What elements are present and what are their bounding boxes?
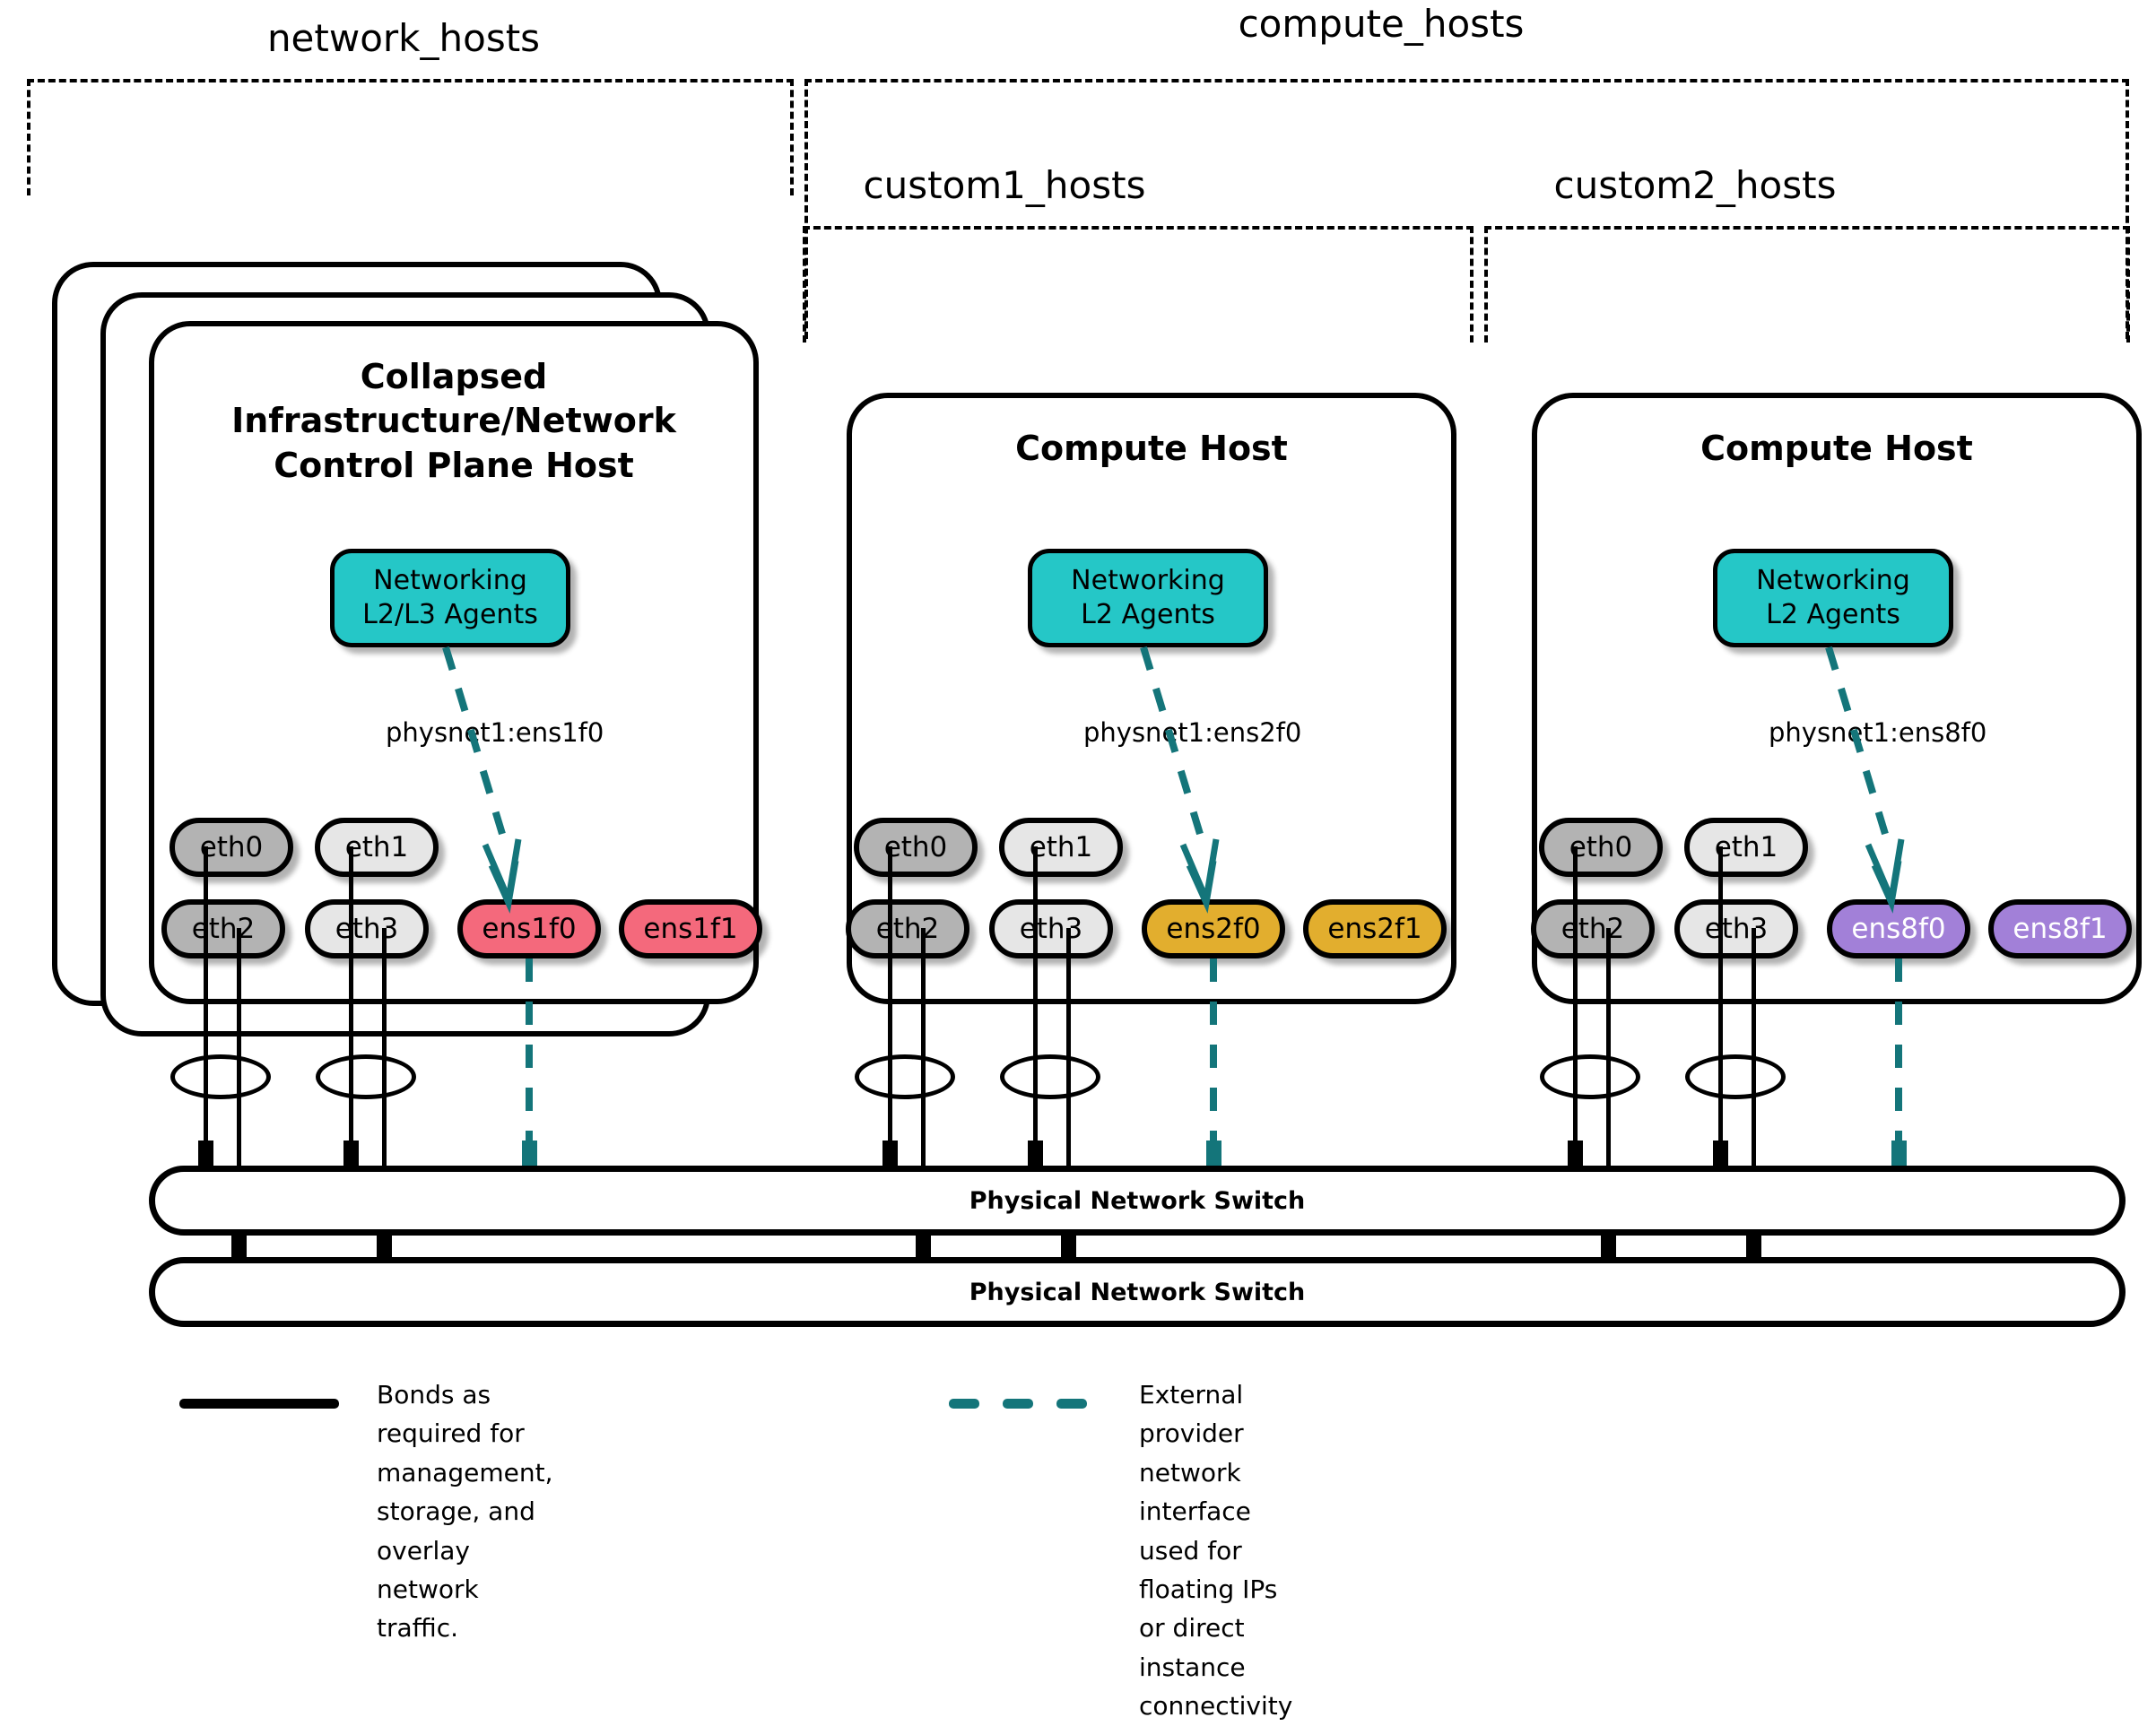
switch-port-stud bbox=[1601, 1233, 1616, 1260]
legend-swatch-dashed-line bbox=[1056, 1399, 1087, 1409]
host-title-network-host: Collapsed Infrastructure/Network Control… bbox=[231, 357, 676, 485]
bond-ellipse bbox=[855, 1054, 955, 1099]
switch-port-stud bbox=[916, 1233, 931, 1260]
bond-wire bbox=[888, 846, 892, 1164]
nic-eth0-compute-host-1[interactable]: eth0 bbox=[854, 818, 978, 877]
switch-port-stud bbox=[882, 1141, 898, 1167]
nic-ens8f0-compute-host-2[interactable]: ens8f0 bbox=[1827, 899, 1970, 958]
nic-eth2-compute-host-2[interactable]: eth2 bbox=[1531, 899, 1655, 958]
legend-swatch-solid-line bbox=[179, 1399, 339, 1409]
switch-port-stud bbox=[1028, 1141, 1043, 1167]
agent-box-compute-host-1[interactable]: Networking L2 Agents bbox=[1028, 549, 1268, 647]
switch-port-stud bbox=[198, 1141, 213, 1167]
group-box-compute-hosts bbox=[804, 79, 2129, 339]
group-box-network-hosts bbox=[27, 79, 794, 195]
nic-ens8f1-compute-host-2[interactable]: ens8f1 bbox=[1988, 899, 2132, 958]
nic-ens1f0-network-host[interactable]: ens1f0 bbox=[457, 899, 601, 958]
switch-port-stud-provider bbox=[1891, 1141, 1907, 1167]
nic-ens1f1-network-host[interactable]: ens1f1 bbox=[619, 899, 762, 958]
group-title-custom2-hosts: custom2_hosts bbox=[1553, 163, 1837, 207]
nic-eth0-network-host[interactable]: eth0 bbox=[170, 818, 293, 877]
group-box-custom1-hosts bbox=[803, 226, 1474, 343]
agent-box-network-host[interactable]: Networking L2/L3 Agents bbox=[330, 549, 570, 647]
switch-port-stud bbox=[1713, 1141, 1728, 1167]
group-title-custom1-hosts: custom1_hosts bbox=[863, 163, 1146, 207]
legend-swatch-dashed-line bbox=[1003, 1399, 1033, 1409]
bond-wire bbox=[204, 846, 208, 1164]
switch-port-stud-provider bbox=[1206, 1141, 1221, 1167]
nic-eth1-compute-host-1[interactable]: eth1 bbox=[999, 818, 1123, 877]
group-box-custom2-hosts bbox=[1484, 226, 2130, 343]
nic-eth3-compute-host-2[interactable]: eth3 bbox=[1674, 899, 1798, 958]
legend-text-provider: External provider network interface used… bbox=[1139, 1380, 1293, 1722]
physnet-label-compute-host-2: physnet1:ens8f0 bbox=[1769, 717, 1987, 748]
legend-swatch-dashed-line bbox=[949, 1399, 979, 1409]
bond-wire bbox=[1573, 846, 1578, 1164]
bond-ellipse bbox=[170, 1054, 271, 1099]
host-title-compute-host-1: Compute Host bbox=[1015, 429, 1288, 468]
group-title-network-hosts: network_hosts bbox=[266, 16, 541, 60]
bond-ellipse bbox=[1540, 1054, 1640, 1099]
bond-ellipse bbox=[1685, 1054, 1786, 1099]
switch-port-stud-provider bbox=[522, 1141, 537, 1167]
bond-ellipse bbox=[316, 1054, 416, 1099]
host-title-compute-host-2: Compute Host bbox=[1700, 429, 1973, 468]
nic-eth2-network-host[interactable]: eth2 bbox=[161, 899, 285, 958]
switch-port-stud bbox=[1746, 1233, 1761, 1260]
switch-port-stud bbox=[1061, 1233, 1076, 1260]
nic-ens2f0-compute-host-1[interactable]: ens2f0 bbox=[1142, 899, 1285, 958]
switch-port-stud bbox=[377, 1233, 392, 1260]
physnet-label-compute-host-1: physnet1:ens2f0 bbox=[1083, 717, 1302, 748]
host-card-network-host[interactable]: Collapsed Infrastructure/Network Control… bbox=[149, 321, 759, 1004]
switch-port-stud bbox=[343, 1141, 359, 1167]
bond-ellipse bbox=[1000, 1054, 1100, 1099]
agent-box-compute-host-2[interactable]: Networking L2 Agents bbox=[1713, 549, 1953, 647]
physical-network-switch-2[interactable]: Physical Network Switch bbox=[149, 1257, 2126, 1327]
nic-eth0-compute-host-2[interactable]: eth0 bbox=[1539, 818, 1663, 877]
legend-text-bonds: Bonds as required for management, storag… bbox=[377, 1380, 553, 1644]
diagram-canvas: network_hosts compute_hosts custom1_host… bbox=[27, 2, 2142, 1721]
physical-network-switch-1[interactable]: Physical Network Switch bbox=[149, 1166, 2126, 1236]
bond-wire bbox=[349, 846, 353, 1164]
nic-ens2f1-compute-host-1[interactable]: ens2f1 bbox=[1303, 899, 1447, 958]
nic-eth3-compute-host-1[interactable]: eth3 bbox=[989, 899, 1113, 958]
group-title-compute-hosts: compute_hosts bbox=[1238, 2, 1525, 46]
nic-eth1-compute-host-2[interactable]: eth1 bbox=[1684, 818, 1808, 877]
bond-wire bbox=[1033, 846, 1038, 1164]
nic-eth3-network-host[interactable]: eth3 bbox=[305, 899, 429, 958]
nic-eth2-compute-host-1[interactable]: eth2 bbox=[846, 899, 969, 958]
switch-port-stud bbox=[1568, 1141, 1583, 1167]
nic-eth1-network-host[interactable]: eth1 bbox=[315, 818, 439, 877]
bond-wire bbox=[1718, 846, 1723, 1164]
switch-port-stud bbox=[231, 1233, 247, 1260]
physnet-label-network-host: physnet1:ens1f0 bbox=[386, 717, 604, 748]
